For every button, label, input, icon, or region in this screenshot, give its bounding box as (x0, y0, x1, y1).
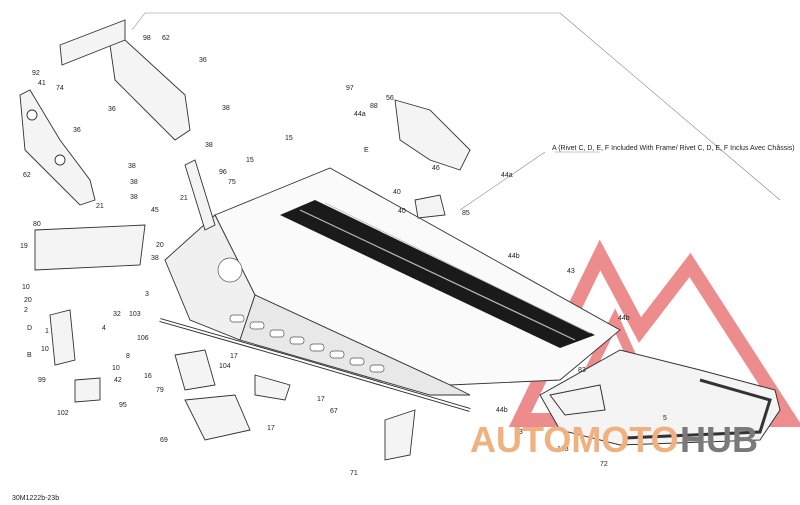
callout-38: 38 (130, 194, 138, 201)
callout-17: 17 (317, 396, 325, 403)
callout-10: 10 (22, 284, 30, 291)
callout-E: E (364, 147, 369, 154)
callout-38: 38 (130, 179, 138, 186)
steering-support (184, 159, 216, 231)
panel-holes (217, 257, 385, 373)
callout-102: 102 (57, 410, 69, 417)
callout-56: 56 (386, 95, 394, 102)
callout-20: 20 (156, 242, 164, 249)
callout-44b: 44b (496, 407, 508, 414)
callout-21: 21 (96, 203, 104, 210)
frame-caption: A (Rivet C, D, E, F Included With Frame/… (552, 145, 795, 152)
callout-74: 74 (56, 85, 64, 92)
callout-17: 17 (267, 425, 275, 432)
callout-44b: 44b (508, 253, 520, 260)
callout-15: 15 (246, 157, 254, 164)
callout-103: 103 (129, 311, 141, 318)
callout-42: 42 (114, 377, 122, 384)
callout-40: 40 (398, 208, 406, 215)
callout-85: 85 (462, 210, 470, 217)
callout-44b: 44b (618, 315, 630, 322)
callout-10: 10 (112, 365, 120, 372)
callout-40: 40 (393, 189, 401, 196)
front-bracket-left (19, 89, 96, 206)
callout-19: 19 (20, 243, 28, 250)
callout-5: 5 (663, 415, 667, 422)
leader-line (559, 12, 781, 201)
callout-108: 108 (557, 446, 569, 453)
callout-92: 92 (32, 70, 40, 77)
callout-69: 69 (160, 437, 168, 444)
callout-2: 2 (24, 307, 28, 314)
callout-38: 38 (151, 255, 159, 262)
callout-46: 46 (432, 165, 440, 172)
callout-36: 36 (199, 57, 207, 64)
callout-17: 17 (230, 353, 238, 360)
side-trim-inner (159, 319, 471, 411)
watermark-text-automoto: AUTOMOTO (470, 419, 679, 460)
callout-95: 95 (119, 402, 127, 409)
callout-41: 41 (38, 80, 46, 87)
callout-79: 79 (156, 387, 164, 394)
leader-line (459, 151, 546, 211)
callout-45: 45 (151, 207, 159, 214)
callout-16: 16 (144, 373, 152, 380)
callout-75: 75 (228, 179, 236, 186)
drawing-code: 30M1222b-23b (12, 495, 59, 502)
callout-98: 98 (143, 35, 151, 42)
callout-62: 62 (23, 172, 31, 179)
callout-20: 20 (24, 297, 32, 304)
callout-10: 10 (41, 346, 49, 353)
callout-B: B (27, 352, 32, 359)
callout-99: 99 (38, 377, 46, 384)
callout-83: 83 (578, 367, 586, 374)
watermark-text-hub: HUB (680, 419, 758, 460)
callout-8: 8 (126, 353, 130, 360)
callout-72: 72 (600, 461, 608, 468)
callout-1: 1 (45, 328, 49, 335)
callout-3: 3 (145, 291, 149, 298)
callout-88: 88 (370, 103, 378, 110)
callout-104: 104 (219, 363, 231, 370)
callout-38: 38 (205, 142, 213, 149)
rear-bumper (539, 349, 781, 446)
callout-71: 71 (350, 470, 358, 477)
callout-38: 38 (222, 105, 230, 112)
callout-106: 106 (137, 335, 149, 342)
callout-44a: 44a (354, 111, 366, 118)
front-bracket-right (59, 19, 191, 141)
callout-32: 32 (113, 311, 121, 318)
callout-21: 21 (180, 195, 188, 202)
callout-62: 62 (162, 35, 170, 42)
callout-43: 43 (567, 268, 575, 275)
callout-96: 96 (219, 169, 227, 176)
callout-97: 97 (346, 85, 354, 92)
callout-80: 80 (33, 221, 41, 228)
callout-73: 73 (515, 429, 523, 436)
running-boards (280, 200, 595, 348)
callout-44a: 44a (501, 172, 513, 179)
leader-line (131, 12, 146, 31)
callout-15: 15 (285, 135, 293, 142)
callout-67: 67 (330, 408, 338, 415)
callout-4: 4 (102, 325, 106, 332)
callout-36: 36 (73, 127, 81, 134)
callout-36: 36 (108, 106, 116, 113)
small-parts (34, 99, 471, 461)
callout-38: 38 (128, 163, 136, 170)
callout-D: D (27, 325, 32, 332)
